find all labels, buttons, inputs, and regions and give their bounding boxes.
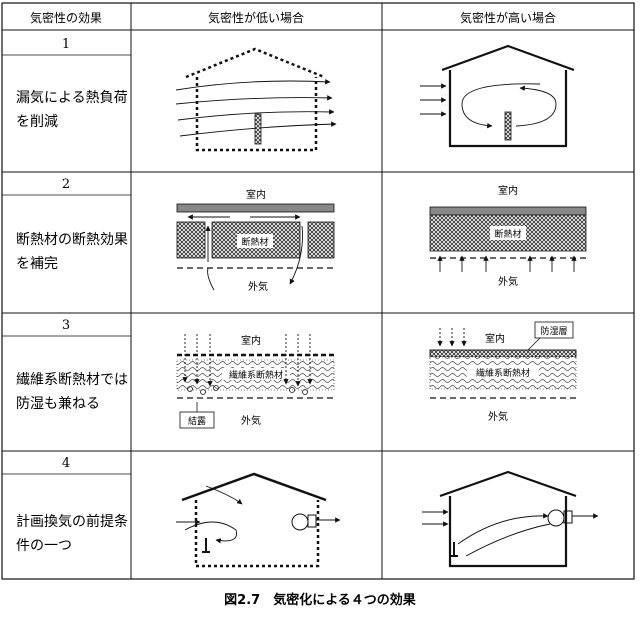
row-2-low-outdoor-label: 外気 [248,280,268,293]
vapor-barrier-callout-line [527,337,541,351]
vapor-arrow-icon-row3-high [437,328,467,347]
row-2-low-insulation-label-bg [237,234,273,248]
fan-icon-row4-high [547,509,573,527]
row-2-high-insulation [429,214,587,252]
row-2-low-interior-board [176,203,335,213]
heater-icon-row1-low [254,113,262,145]
house-icon-airtight [441,44,575,148]
header-high-airtight: 気密性が高い場合 [460,10,556,25]
row-3-high-indoor-label: 室内 [485,332,505,345]
row-3-high-fiber-label-bg [467,366,539,378]
row-2-label-line-1: 断熱材の断熱効果 [16,232,128,248]
row-2-low-insulation-left [176,221,206,259]
airflow-arrow-icon-row2-low [187,214,303,291]
heater-icon-row1-high [504,111,512,141]
row-2-low-indoor-label: 室内 [246,188,266,201]
row-1-number: 1 [62,37,70,52]
row-2-low-insulation-right [307,221,335,259]
condensation-droplets [187,385,308,395]
row-2-high-indoor-label: 室内 [498,184,518,197]
condensation-label: 結露 [188,415,206,427]
header-effect: 気密性の効果 [30,10,102,25]
row-2-high-insulation-label: 断熱材 [494,228,521,240]
row-4-label-line-2: 件の一つ [16,538,72,554]
row-1-label-line-1: 漏気による熱負荷 [16,90,128,106]
row-2-low-insulation-label: 断熱材 [241,236,268,248]
airflow-arrow-icon-row1-high [420,83,557,129]
airflow-arrow-icon-row4-low [176,485,341,544]
row-3-low-fiber-label: 繊維系断熱材 [229,369,283,381]
figure-caption: 図2.7 気密化による４つの効果 [224,592,416,608]
house-icon-row4-airtight [439,470,577,568]
header-low-airtight: 気密性が低い場合 [208,10,304,25]
row-3-low-indoor-label: 室内 [241,334,261,347]
table-grid [1,2,635,580]
row-3-low-outdoor-label: 外気 [241,414,261,427]
house-icon-leaky [185,47,325,152]
row-4-label-line-1: 計画換気の前提条 [16,513,128,530]
row-3-label-line-2: 防湿も兼ねる [16,396,100,412]
row-3-high-vapor-barrier-layer [429,349,577,358]
row-3-high-fiber-label: 繊維系断熱材 [476,367,530,379]
row-1-label-line-2: を削減 [16,113,58,130]
fan-icon-row4-low [291,513,317,531]
row-2-high-outdoor-label: 外気 [498,275,518,288]
house-icon-row4-leaky [181,472,327,568]
row-2-high-insulation-label-bg [490,226,526,240]
row-3-label-line-1: 繊維系断熱材では [16,372,128,388]
row-3-high-outdoor-label: 外気 [488,410,508,423]
condensation-callout-box [179,411,215,429]
vapor-barrier-label: 防湿層 [540,325,567,337]
row-2-number: 2 [62,177,70,192]
row-2-label-line-2: を補完 [16,256,58,272]
vapor-barrier-callout-box [534,321,574,339]
vapor-arrow-icon-row3-low [182,334,313,387]
row-3-low-fiber-label-bg [222,368,290,380]
row-3-number: 3 [62,318,70,333]
airflow-arrow-icon-row4-high [422,509,599,557]
row-2-high-interior-board [429,206,587,216]
row-4-number: 4 [62,456,70,471]
airflow-arrow-icon-row2-high [437,255,577,272]
